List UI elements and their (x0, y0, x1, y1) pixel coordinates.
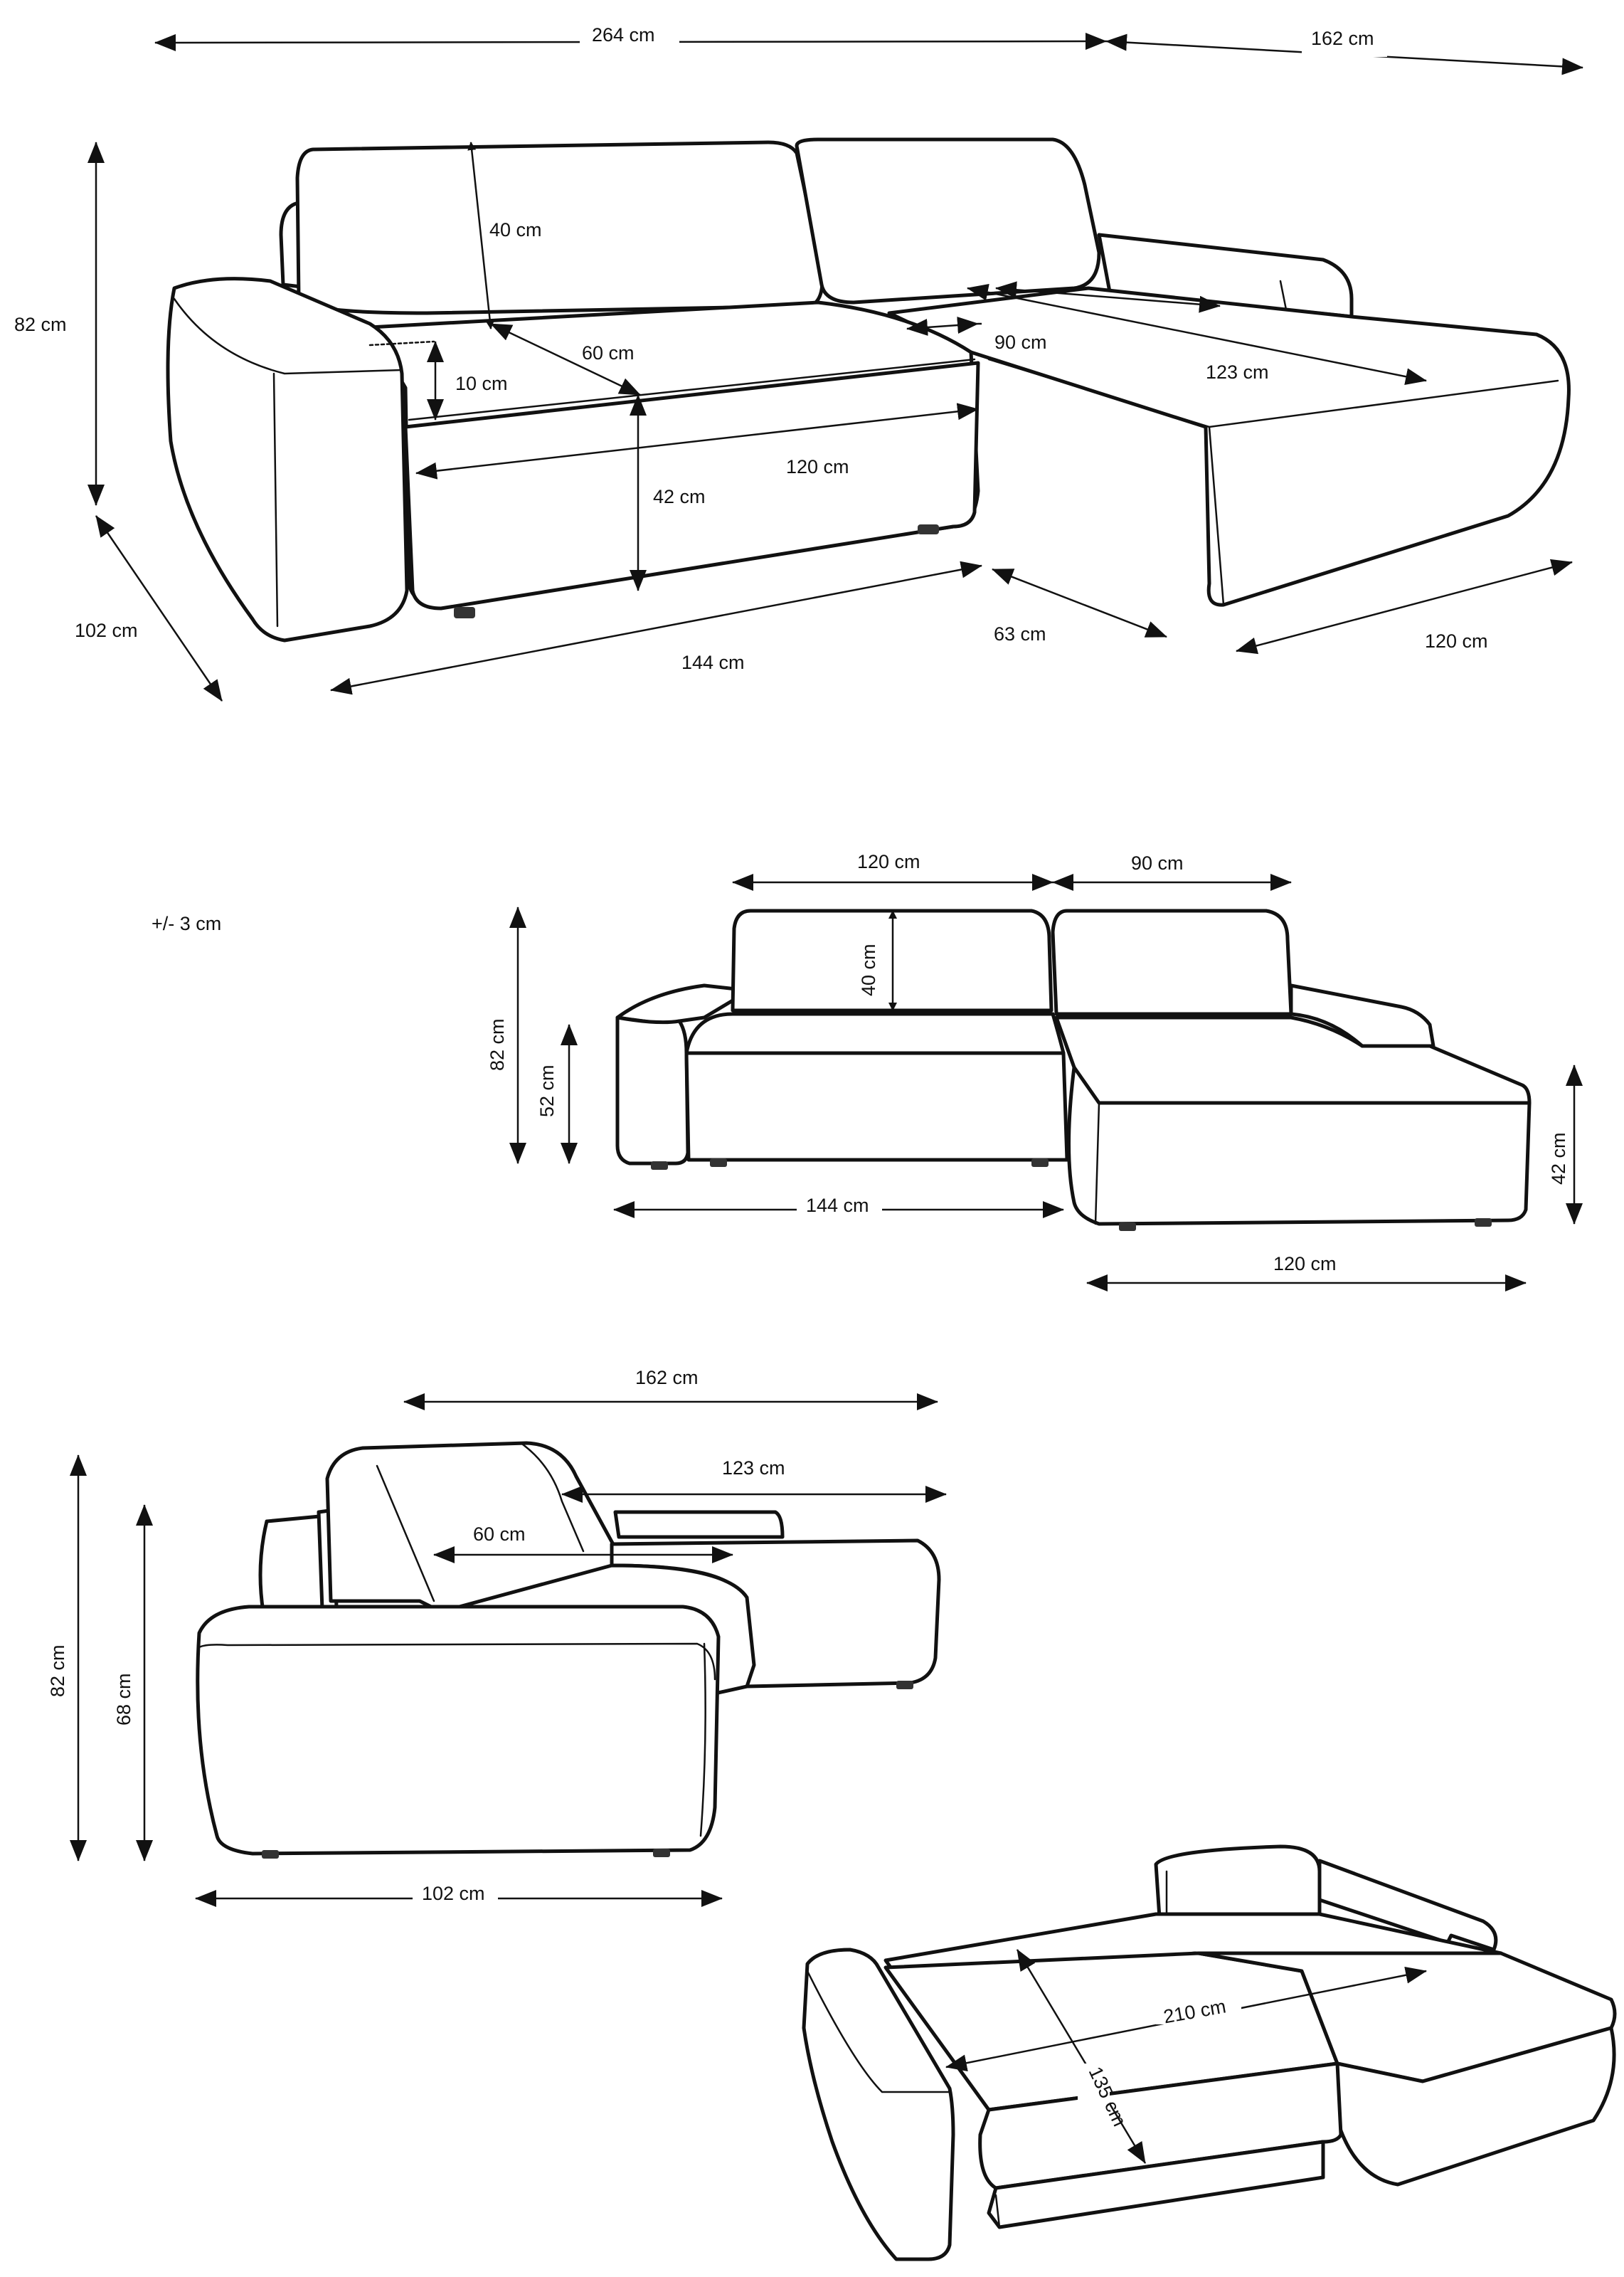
side-dim-height: 82 cm (47, 1644, 68, 1697)
front-dim-seat-width: 120 cm (857, 851, 920, 872)
side-dim-chaise-seat-length: 123 cm (722, 1457, 785, 1479)
bed-view: 210 cm 135 cm (802, 1844, 1617, 2261)
dim-chaise-width: 120 cm (1425, 630, 1488, 652)
side-dim-length: 162 cm (635, 1367, 699, 1388)
dim-height: 82 cm (14, 314, 67, 335)
tolerance-note: +/- 3 cm (152, 913, 221, 934)
front-dim-back-cushion: 40 cm (858, 944, 879, 996)
side-dim-seat-depth: 60 cm (473, 1523, 526, 1545)
front-chaise (1054, 1015, 1532, 1105)
dim-depth: 102 cm (75, 620, 138, 641)
side-armrest (196, 1605, 721, 1856)
front-armrest-left (615, 1015, 690, 1166)
dim-seat-height: 42 cm (653, 486, 706, 507)
dim-seat-depth: 60 cm (582, 342, 635, 364)
back-cushion-left (295, 140, 824, 315)
dim-chaise-offset: 63 cm (994, 623, 1046, 645)
side-dim-arm-height: 68 cm (113, 1673, 134, 1726)
side-view: 162 cm 123 cm 60 cm 82 cm 68 cm 102 cm (47, 1367, 947, 1911)
side-dim-depth: 102 cm (422, 1883, 485, 1904)
front-dim-base-width: 144 cm (806, 1195, 869, 1216)
bed-armrest (802, 1948, 955, 2261)
back-cushion-right (795, 137, 1101, 305)
armrest-left (166, 277, 409, 643)
dim-total-width: 264 cm (592, 24, 655, 46)
front-seat (684, 1012, 1066, 1055)
dim-seat-thickness: 10 cm (455, 373, 508, 394)
front-back-cushion-right (1051, 909, 1293, 1016)
front-dim-height: 82 cm (487, 1018, 508, 1071)
front-view: 120 cm 90 cm 40 cm 82 cm 52 cm 42 cm 144… (487, 851, 1583, 1291)
dim-chaise-depth: 162 cm (1311, 28, 1374, 49)
dim-seat-width: 120 cm (786, 456, 849, 477)
front-dim-arm-height: 52 cm (536, 1064, 558, 1117)
chaise (887, 286, 1571, 607)
front-dim-chaise-width: 120 cm (1273, 1253, 1337, 1274)
front-dim-chaise-height: 42 cm (1548, 1132, 1569, 1185)
dim-base-width: 144 cm (681, 652, 745, 673)
dim-chaise-seat-width: 90 cm (994, 332, 1047, 353)
dim-back-cushion: 40 cm (489, 219, 542, 241)
front-dim-chaise-top: 90 cm (1131, 852, 1184, 874)
perspective-view: 264 cm 162 cm 82 cm 102 cm 40 cm 60 cm 1… (14, 21, 1583, 702)
dim-chaise-seat-length: 123 cm (1206, 361, 1269, 383)
